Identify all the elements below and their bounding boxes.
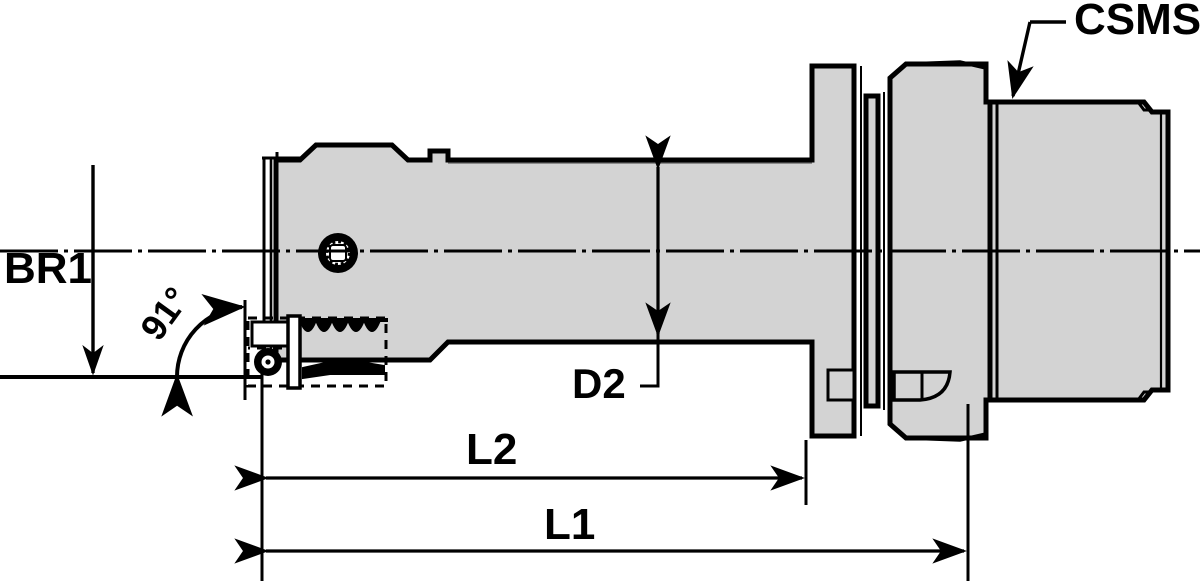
insert-clamp-screw [254,348,282,376]
d2-leader-elbow [640,334,660,388]
insert-cutting-edge [302,361,385,380]
l2-dimension-group: L2 [234,366,808,581]
csms-leader-diagonal [1007,21,1034,99]
insert-holder-shank [286,314,302,390]
serration-teeth [299,317,381,332]
csms-label: CSMS [1074,0,1200,44]
d2-label: D2 [572,360,626,407]
l2-label: L2 [466,425,517,474]
flange-bottom-chamfer [905,432,987,442]
collar-lower-step [826,368,856,402]
taper-bottom-notch [1124,390,1152,402]
angle-91-annotation-group: 91° [132,279,247,417]
angle-arc [161,294,246,417]
cutting-head-detail-group [246,233,388,390]
br1-annotation-group: BR1 [0,165,262,379]
br1-label: BR1 [4,244,92,293]
flange-top-chamfer [905,60,987,70]
d2-dimension-group: D2 [572,135,671,407]
l1-label: L1 [544,500,595,549]
body-clamp-screw [318,233,358,273]
csms-annotation-group: CSMS [1007,0,1200,99]
l1-dimension-group: L1 [234,404,970,581]
taper-top-notch [1124,100,1152,112]
insert-holder-body [250,320,290,348]
